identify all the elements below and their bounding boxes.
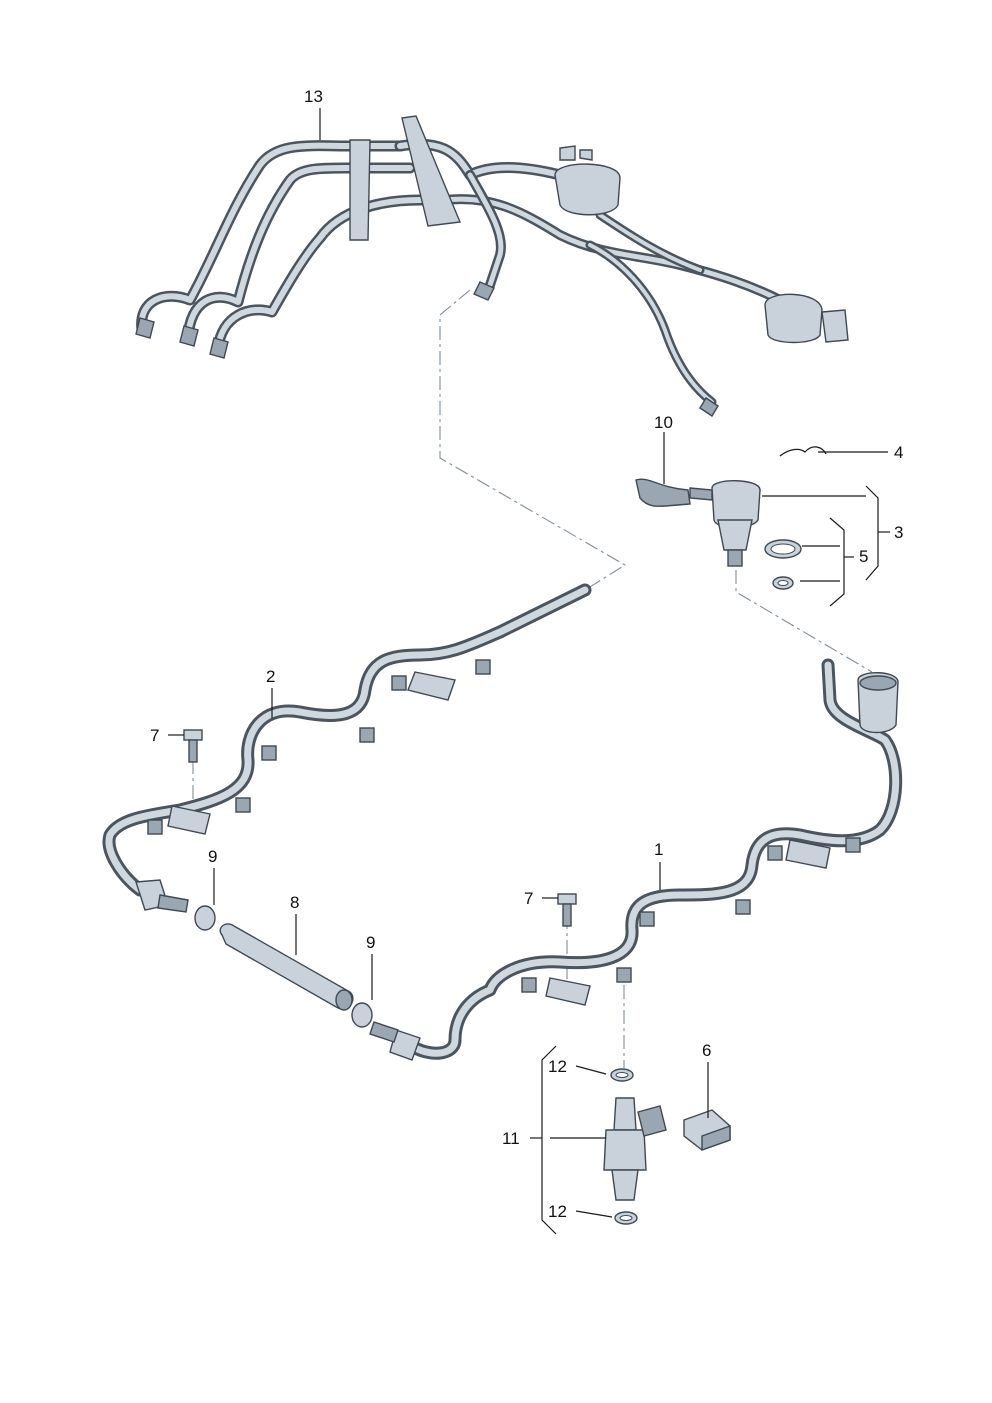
fuel-rail-left — [102, 583, 592, 913]
vacuum-hose — [635, 478, 691, 507]
retaining-clip — [779, 446, 827, 457]
fuel-pressure-regulator — [689, 480, 761, 567]
label-6: 6 — [702, 1041, 711, 1060]
label-12-bottom: 12 — [548, 1202, 567, 1221]
group-brackets — [530, 485, 890, 1235]
label-7-right: 7 — [524, 889, 533, 908]
hose-clamps — [194, 905, 373, 1028]
injector-seals — [610, 1068, 638, 1225]
callout-labels: 13 10 4 3 5 2 7 1 9 7 8 9 6 12 11 12 — [150, 87, 903, 1221]
label-10: 10 — [654, 413, 673, 432]
label-8: 8 — [290, 893, 299, 912]
label-7-left: 7 — [150, 726, 159, 745]
label-2: 2 — [266, 667, 275, 686]
label-9-left: 9 — [208, 847, 217, 866]
connecting-hose — [219, 923, 354, 1011]
o-ring-seals — [764, 539, 802, 590]
connector-housing — [683, 1109, 731, 1151]
label-9-right: 9 — [366, 933, 375, 952]
label-12-top: 12 — [548, 1057, 567, 1076]
label-4: 4 — [894, 443, 903, 462]
fuel-line-harness — [135, 115, 849, 417]
label-1: 1 — [654, 840, 663, 859]
fuel-rail-right — [369, 658, 903, 1061]
label-11: 11 — [502, 1129, 520, 1148]
bolts — [183, 729, 577, 927]
fuel-injector — [603, 1097, 667, 1201]
leader-lines — [168, 108, 888, 1218]
label-13: 13 — [304, 87, 323, 106]
assembly-lines — [192, 289, 873, 1068]
label-3: 3 — [894, 523, 903, 542]
label-5: 5 — [859, 547, 868, 566]
